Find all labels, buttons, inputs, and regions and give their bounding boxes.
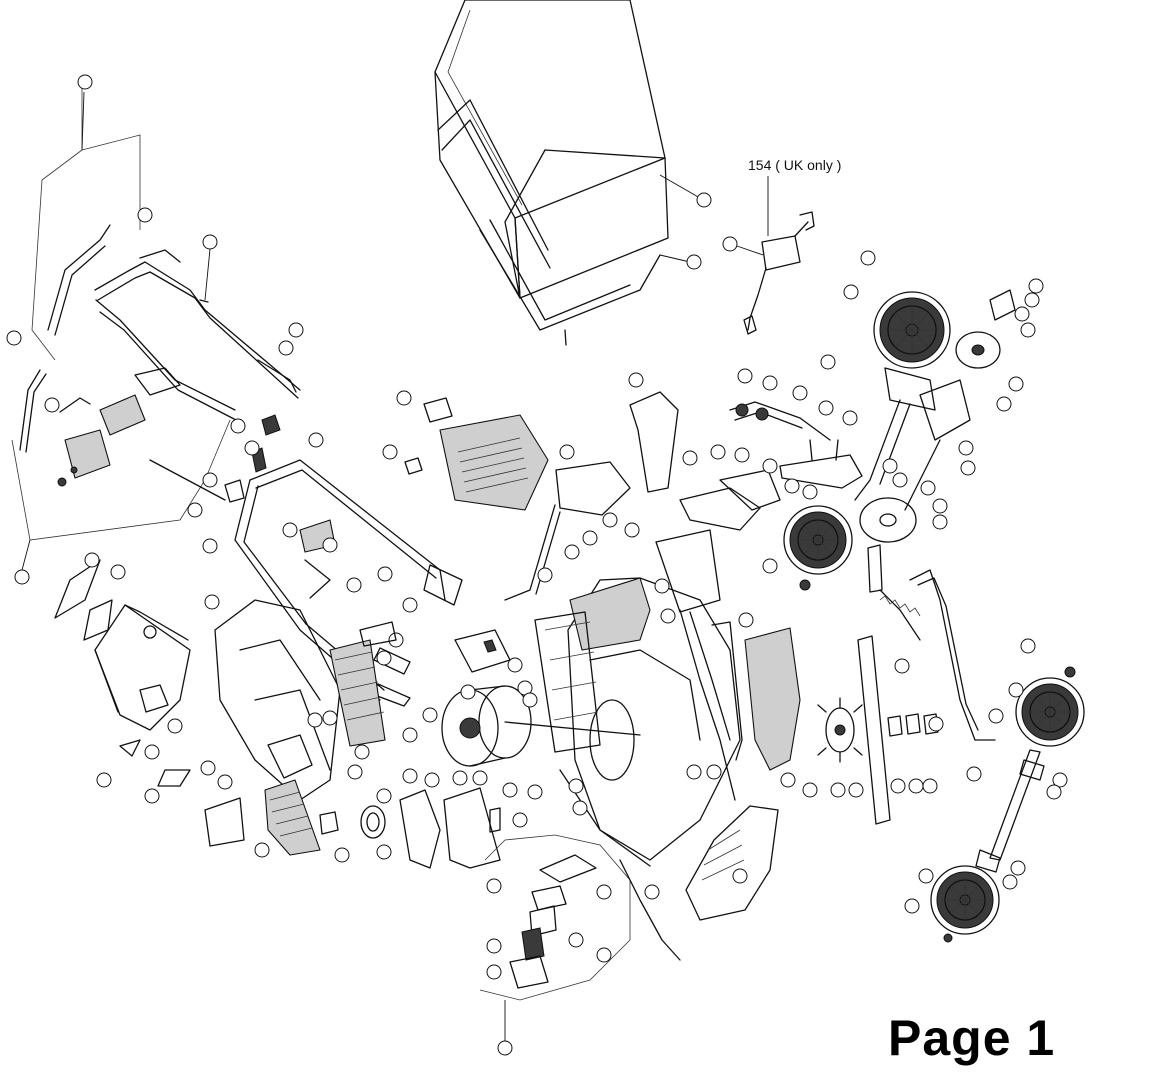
handle-assembly (11, 85, 301, 541)
catcher-callouts (659, 174, 712, 270)
uk-only-caption: 154 ( UK only ) (748, 157, 841, 173)
rear-wheel-lower (783, 497, 917, 593)
height-adjust-lever (729, 368, 863, 500)
mower-deck (534, 529, 754, 867)
front-axle (966, 749, 1068, 890)
front-wheel-lower (904, 865, 1000, 943)
battery-pack (54, 552, 191, 804)
battery-charger: 154 ( UK only ) (722, 157, 841, 335)
safety-key-parts (347, 764, 681, 1056)
front-wheel-upper (1008, 638, 1085, 747)
grass-catcher-bag (434, 0, 669, 346)
handle-callouts (6, 74, 304, 585)
rear-body-panel (200, 594, 397, 863)
switch-plates (382, 390, 640, 601)
page-number-label: Page 1 (888, 1010, 1056, 1066)
blade-fan (802, 635, 944, 825)
electric-motor (402, 629, 641, 767)
rear-wheel-upper (820, 250, 1044, 530)
front-baffles (628, 372, 801, 921)
spring-rod (879, 569, 1004, 741)
